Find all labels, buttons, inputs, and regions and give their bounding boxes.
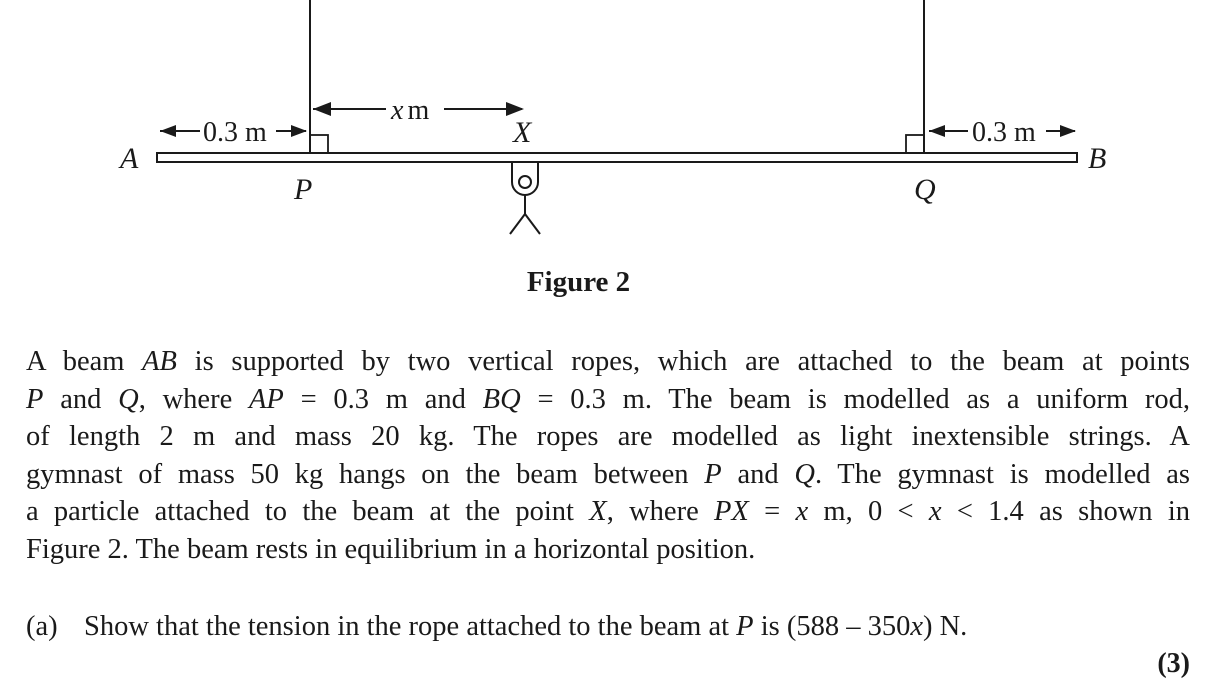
label-q: Q [914,173,936,206]
question-part-a: (a) Show that the tension in the rope att… [26,608,1190,645]
label-p: P [293,173,312,206]
svg-text:xm: xm [390,95,429,126]
dimension-ap: 0.3 m [160,117,307,148]
gymnast [509,162,541,235]
text-run: ) N. [922,611,968,642]
math-symbol: x [795,496,809,527]
dimension-qb: 0.3 m [929,117,1076,148]
math-symbol: P [736,611,754,642]
math-symbol: AB [142,346,177,377]
question-line: gymnast of mass 50 kg hangs on the beam … [26,456,1190,494]
text-run: , where [606,496,715,527]
text-run: . The gymnast is modelled as [814,458,1190,490]
question-line: of length 2 m and mass 20 kg. The ropes … [26,418,1190,456]
label-x: X [512,116,533,149]
question-line: P and Q, where AP = 0.3 m and BQ = 0.3 m… [26,381,1190,419]
text-run: Figure 2. The beam rests in equilibrium … [26,533,756,565]
text-run: is supported by two vertical ropes, whic… [176,346,1190,377]
question-line: Figure 2. The beam rests in equilibrium … [26,531,1190,569]
label-a: A [118,142,139,175]
dim-label-px-unit: m [407,95,429,126]
question-line: A beam AB is supported by two vertical r… [26,343,1190,381]
text-run: m, 0 < [808,496,929,527]
math-symbol: x [910,611,923,642]
math-symbol: PX [714,496,749,527]
text-run: , where [138,383,249,415]
dim-label-px-var: x [390,95,404,126]
dim-label-bq: 0.3 m [972,117,1036,148]
text-run: < 1.4 as shown in [941,496,1190,527]
beam [156,152,1078,163]
math-symbol: x [928,496,942,527]
math-symbol: Q [118,383,139,415]
question-line: a particle attached to the beam at the p… [26,493,1190,531]
part-a-text: Show that the tension in the rope attach… [84,611,967,642]
text-run: gymnast of mass 50 kg hangs on the beam … [26,458,705,490]
text-run: = 0.3 m and [283,383,483,415]
figure-caption: Figure 2 [526,266,631,298]
math-symbol: BQ [482,383,521,415]
right-angle-p [309,134,329,154]
label-b: B [1088,142,1106,175]
text-run: A beam [26,346,143,377]
text-run: and [721,458,795,490]
marks-badge: (3) [1157,648,1190,679]
text-run: is (588 – 350 [753,611,911,642]
text-run: = 0.3 m. The beam is modelled as a unifo… [520,383,1190,415]
text-run: = [748,496,796,527]
math-symbol: X [589,496,607,527]
text-run: Show that the tension in the rope attach… [84,611,737,642]
math-symbol: Q [794,458,815,490]
text-run: and [43,383,119,415]
text-run: of length 2 m and mass 20 kg. The ropes … [26,421,1190,452]
math-symbol: AP [248,383,284,415]
math-symbol: P [26,383,44,415]
part-a-label: (a) [26,611,58,642]
math-symbol: P [704,458,722,490]
text-run: a particle attached to the beam at the p… [26,496,590,527]
dim-label-ap: 0.3 m [203,117,267,148]
question-stem: A beam AB is supported by two vertical r… [26,343,1190,568]
right-angle-q [905,134,925,154]
